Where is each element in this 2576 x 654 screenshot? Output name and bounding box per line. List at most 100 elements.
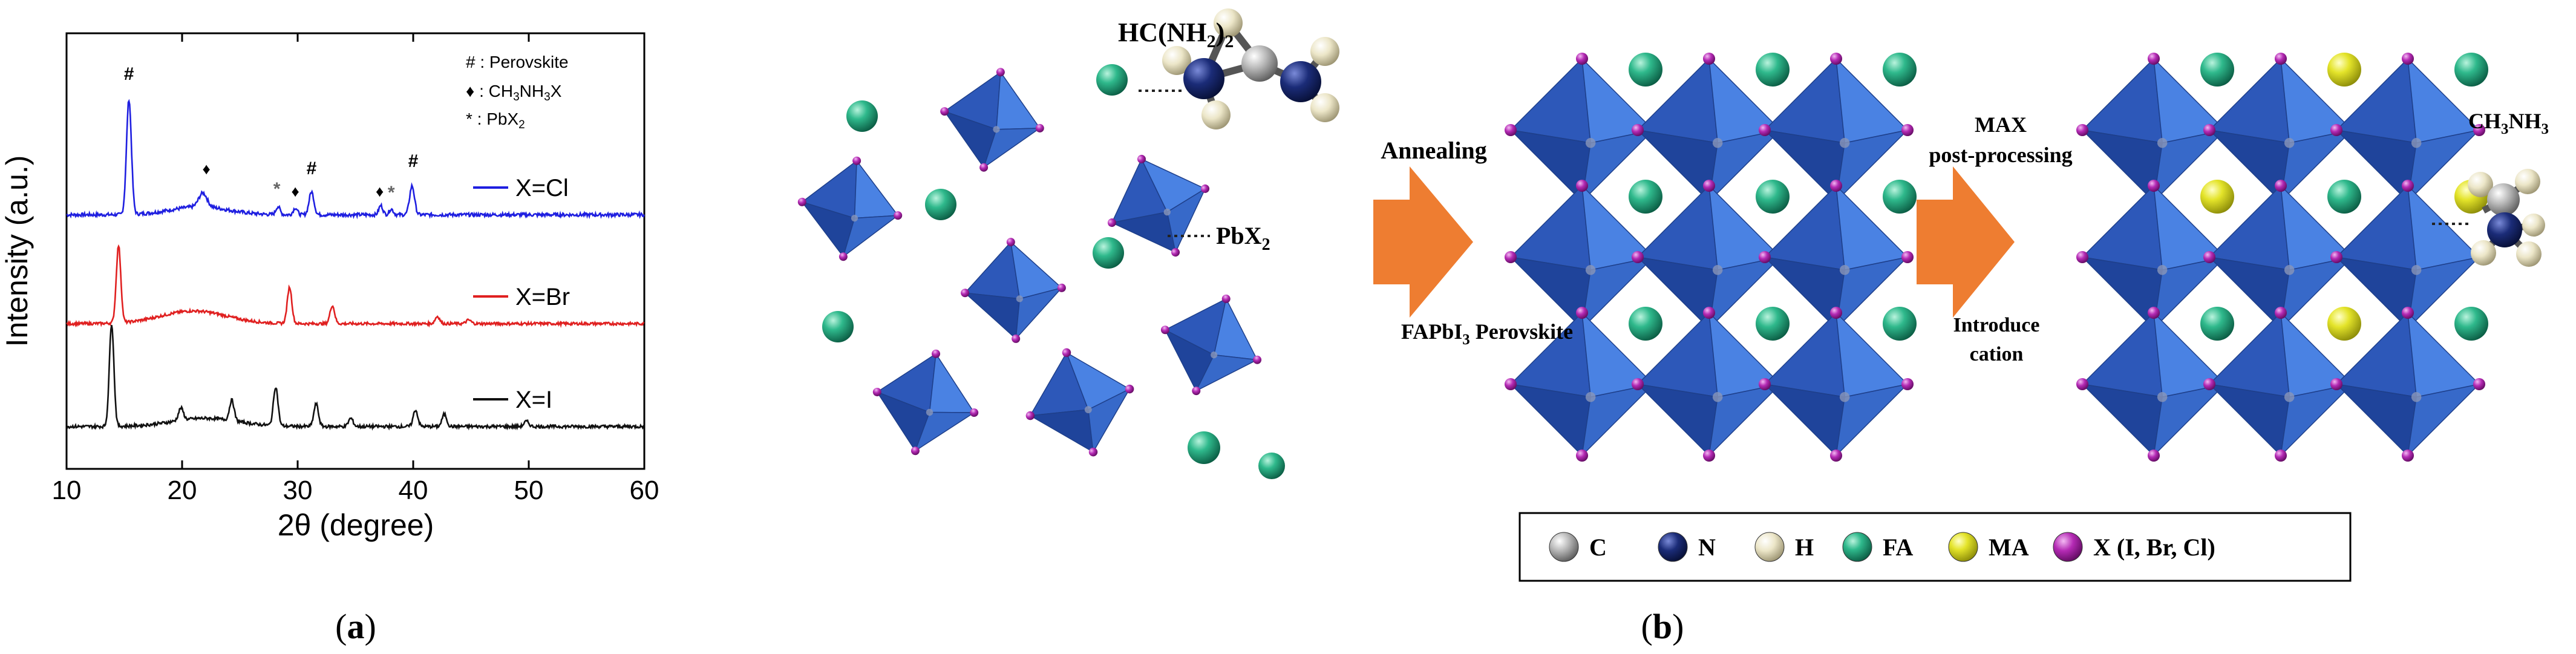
pbx6-octahedron bbox=[2203, 179, 2359, 335]
pbx6-octahedron bbox=[2076, 52, 2232, 208]
legend-sphere-c bbox=[1549, 532, 1579, 562]
legend-entry: X=Cl bbox=[515, 175, 569, 201]
peak-legend-line-pbx2: * : PbX2 bbox=[466, 110, 525, 131]
peak-markers: #♦*♦#♦*# bbox=[124, 64, 419, 203]
fa-cation-sphere bbox=[2454, 307, 2488, 341]
pbx6-octahedron bbox=[2330, 179, 2486, 335]
pbx6-octahedron bbox=[2330, 52, 2486, 208]
legend-sphere-n bbox=[1658, 532, 1688, 562]
ma-cation-sphere bbox=[2327, 307, 2361, 341]
perovskite-label: FAPbI3 Perovskite bbox=[1401, 319, 1573, 348]
pbx6-octahedron bbox=[1025, 348, 1134, 457]
fa-cation-sphere bbox=[1756, 53, 1790, 87]
fa-cation-sphere bbox=[1883, 53, 1917, 87]
legend-label: H bbox=[1795, 534, 1814, 561]
fa-cation-sphere bbox=[1629, 307, 1662, 341]
ma-cation-sphere bbox=[2200, 180, 2234, 214]
fa-cation-sphere bbox=[2327, 180, 2361, 214]
x-axis-ticks: 10 20 30 40 50 60 bbox=[52, 33, 659, 505]
peak-marker: ♦ bbox=[292, 182, 299, 200]
fa-cation-sphere bbox=[1756, 180, 1790, 214]
pbx6-octahedron bbox=[1631, 52, 1787, 208]
legend-entry: X=Br bbox=[515, 284, 570, 310]
x-tick-label: 30 bbox=[283, 476, 313, 505]
pbx6-octahedron bbox=[872, 349, 979, 456]
pbx6-octahedron bbox=[940, 68, 1044, 172]
peak-marker: ♦ bbox=[202, 160, 210, 178]
peak-marker: # bbox=[408, 151, 419, 171]
peak-marker: * bbox=[388, 183, 395, 203]
legend-sphere-h bbox=[1754, 532, 1785, 562]
fa-formula: HC(NH2)2 bbox=[1118, 18, 1234, 51]
series-line-X=I bbox=[66, 325, 644, 431]
pbx6-octahedron bbox=[2203, 306, 2359, 462]
annealing-arrow bbox=[1373, 166, 1473, 318]
series-line-X=Br bbox=[66, 244, 645, 329]
arrow2-label-line1: MAX bbox=[1975, 113, 2027, 137]
pbx6-octahedron bbox=[2076, 306, 2232, 462]
fa-cation-sphere bbox=[1883, 307, 1917, 341]
x-tick-label: 10 bbox=[52, 476, 82, 505]
legend-label: MA bbox=[1989, 534, 2029, 561]
fa-cation-sphere bbox=[1093, 237, 1124, 269]
pbx6-octahedron bbox=[2076, 179, 2232, 335]
pbx6-octahedron bbox=[1504, 52, 1660, 208]
pbx6-octahedron bbox=[961, 238, 1066, 343]
post-processing-arrow bbox=[1917, 166, 2015, 318]
ma-cation-sphere bbox=[2327, 53, 2361, 87]
pbx6-octahedron bbox=[1758, 306, 1914, 462]
x-tick-label: 50 bbox=[514, 476, 544, 505]
fa-molecule-icon bbox=[1162, 8, 1339, 129]
panel-a-label: (a) bbox=[335, 607, 376, 646]
mixed-cation-lattice bbox=[2076, 52, 2488, 462]
series-legends: X=ClX=BrX=I bbox=[473, 175, 570, 413]
arrow1-label: Annealing bbox=[1381, 137, 1487, 164]
legend-sphere-ma bbox=[1948, 532, 1978, 562]
fapbi3-lattice bbox=[1504, 52, 1917, 462]
fa-cation-sphere bbox=[2200, 53, 2234, 87]
panel-b-schematic: HC(NH2)2 PbX2 Annealing FAPbI3 Perovskit… bbox=[797, 8, 2549, 646]
ma-formula: CH3NH3 bbox=[2468, 109, 2549, 137]
x-tick-label: 20 bbox=[168, 476, 197, 505]
fa-cation-sphere bbox=[2200, 307, 2234, 341]
precursor-octahedra bbox=[797, 64, 1285, 479]
pbx6-octahedron bbox=[1758, 52, 1914, 208]
x-axis-label: 2θ (degree) bbox=[278, 508, 434, 542]
fa-cation-sphere bbox=[1883, 180, 1917, 214]
ma-molecule-icon bbox=[2468, 169, 2545, 267]
fa-cation-sphere bbox=[822, 311, 854, 342]
arrow2-sub-line2: cation bbox=[1970, 343, 2024, 365]
fa-cation-sphere bbox=[1096, 64, 1128, 96]
xrd-traces bbox=[66, 99, 645, 431]
panel-b-label: (b) bbox=[1641, 607, 1684, 646]
legend-sphere-fa bbox=[1842, 532, 1872, 562]
arrow2-label-line2: post-processing bbox=[1929, 143, 2072, 167]
peak-legend-line-perovskite: # : Perovskite bbox=[466, 53, 569, 71]
fa-cation-sphere bbox=[1629, 53, 1662, 87]
fa-cation-sphere bbox=[1258, 453, 1285, 479]
element-legend-frame bbox=[1518, 512, 2352, 582]
x-tick-label: 40 bbox=[399, 476, 428, 505]
legend-label: C bbox=[1589, 534, 1607, 561]
x-tick-label: 60 bbox=[630, 476, 659, 505]
peak-marker: * bbox=[273, 179, 281, 199]
peak-marker: ♦ bbox=[376, 182, 384, 200]
pbx6-octahedron bbox=[1160, 294, 1262, 396]
pbx6-octahedron bbox=[2203, 52, 2359, 208]
fa-cation-sphere bbox=[846, 100, 878, 132]
peak-legend-box: # : Perovskite ♦ : CH3NH3X * : PbX2 bbox=[466, 53, 569, 131]
pbx6-octahedron bbox=[2330, 306, 2486, 462]
pbx2-formula: PbX2 bbox=[1216, 222, 1270, 254]
arrow2-sub-line1: Introduce bbox=[1953, 314, 2040, 336]
pbx6-octahedron bbox=[1631, 179, 1787, 335]
peak-legend-line-ch3nh3x: ♦ : CH3NH3X bbox=[466, 82, 562, 103]
pbx6-octahedron bbox=[797, 156, 903, 261]
legend-label: N bbox=[1698, 534, 1716, 561]
fa-cation-sphere bbox=[2454, 53, 2488, 87]
legend-sphere-x bbox=[2053, 532, 2083, 562]
fa-cation-sphere bbox=[1756, 307, 1790, 341]
pbx6-octahedron bbox=[1631, 306, 1787, 462]
